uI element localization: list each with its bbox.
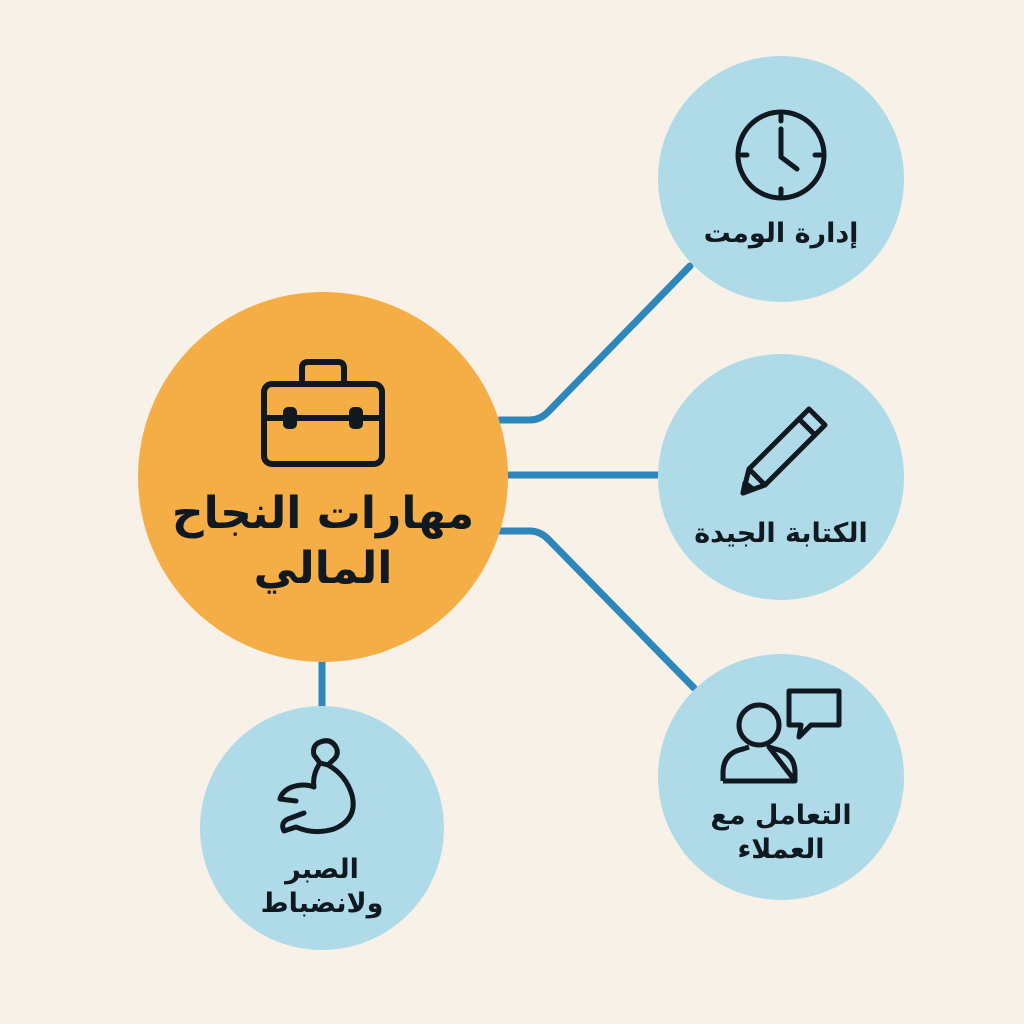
user-chat-icon xyxy=(719,687,843,785)
skill-label-writing: الكتابة الجيدة xyxy=(694,518,868,550)
flexed-arm-icon xyxy=(274,735,370,839)
skill-label-patience: الصبر ولانضباط xyxy=(260,854,384,919)
skill-node-patience: الصبر ولانضباط xyxy=(200,706,444,950)
skill-node-time: إدارة الومت xyxy=(658,56,904,302)
skill-label-time: إدارة الومت xyxy=(703,218,859,250)
skill-node-writing: الكتابة الجيدة xyxy=(658,354,904,600)
center-label: مهارات النجاح المالي xyxy=(171,488,475,594)
clock-icon xyxy=(733,107,829,203)
skill-label-customers: التعامل مع العملاء xyxy=(710,800,852,865)
center-node: مهارات النجاح المالي xyxy=(138,292,508,662)
pencil-icon xyxy=(731,403,831,503)
skill-node-customers: التعامل مع العملاء xyxy=(658,654,904,900)
connector-customers xyxy=(496,527,698,692)
briefcase-icon xyxy=(260,358,386,468)
connector-time xyxy=(496,262,694,424)
